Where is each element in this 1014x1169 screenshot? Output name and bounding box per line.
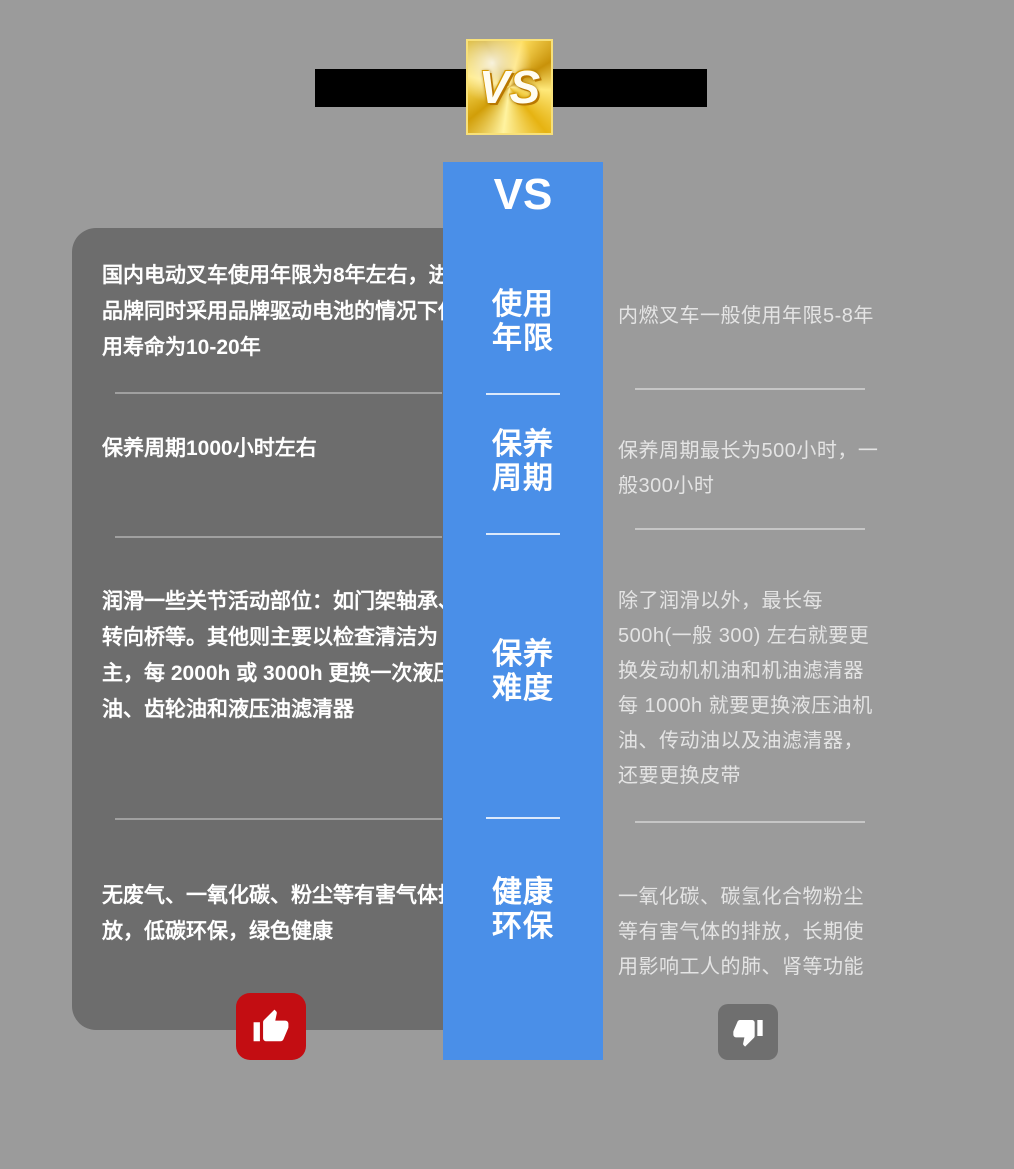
divider [115, 392, 442, 394]
left-row-maintenance-difficulty: 润滑一些关节活动部位：如门架轴承、转向桥等。其他则主要以检查清洁为主，每 200… [102, 590, 459, 722]
category-line: 使用 [492, 288, 554, 321]
category-line: 环保 [492, 909, 554, 943]
divider [115, 536, 442, 538]
divider [486, 533, 560, 535]
right-row-maintenance-cycle: 保养周期最长为500小时，一般300小时 [618, 440, 879, 497]
right-row-health-environment: 一氧化碳、碳氢化合物粉尘等有害气体的排放，长期使用影响工人的肺、肾等功能 [618, 886, 864, 978]
divider [635, 388, 865, 390]
category-usage-life: 使用 年限 [443, 288, 603, 356]
right-row-maintenance-difficulty: 除了润滑以外，最长每 500h(一般 300) 左右就要更换发动机机油和机油滤清… [618, 590, 873, 787]
category-line: 难度 [492, 671, 554, 705]
right-row-usage-life: 内燃叉车一般使用年限5-8年 [618, 305, 874, 327]
divider [486, 393, 560, 395]
thumbs-down-icon [733, 1020, 763, 1047]
category-line: 保养 [492, 428, 554, 461]
category-line: 年限 [492, 321, 554, 355]
center-column: VS 使用 年限 保养 周期 保养 难度 健康 环保 [443, 162, 603, 1060]
divider [486, 817, 560, 819]
category-line: 保养 [492, 638, 554, 671]
category-line: 健康 [492, 876, 554, 909]
thumbs-down-badge [718, 1004, 778, 1060]
thumbs-up-badge [236, 993, 306, 1060]
divider [635, 821, 865, 823]
category-maintenance-cycle: 保养 周期 [443, 428, 603, 496]
thumbs-up-icon [253, 1009, 289, 1041]
left-panel-electric: 国内电动叉车使用年限为8年左右，进口品牌同时采用品牌驱动电池的情况下使用寿命为1… [72, 228, 492, 1030]
category-health-environment: 健康 环保 [443, 876, 603, 944]
vs-badge: VS [466, 39, 553, 135]
left-row-usage-life: 国内电动叉车使用年限为8年左右，进口品牌同时采用品牌驱动电池的情况下使用寿命为1… [102, 264, 471, 360]
left-row-health-environment: 无废气、一氧化碳、粉尘等有害气体排放，低碳环保，绿色健康 [102, 884, 459, 944]
divider [115, 818, 442, 820]
vs-label: VS [493, 170, 553, 219]
category-line: 周期 [492, 461, 554, 495]
vs-badge-label: VS [478, 61, 541, 113]
category-maintenance-difficulty: 保养 难度 [443, 638, 603, 706]
divider [635, 528, 865, 530]
left-row-maintenance-cycle: 保养周期1000小时左右 [102, 437, 317, 460]
